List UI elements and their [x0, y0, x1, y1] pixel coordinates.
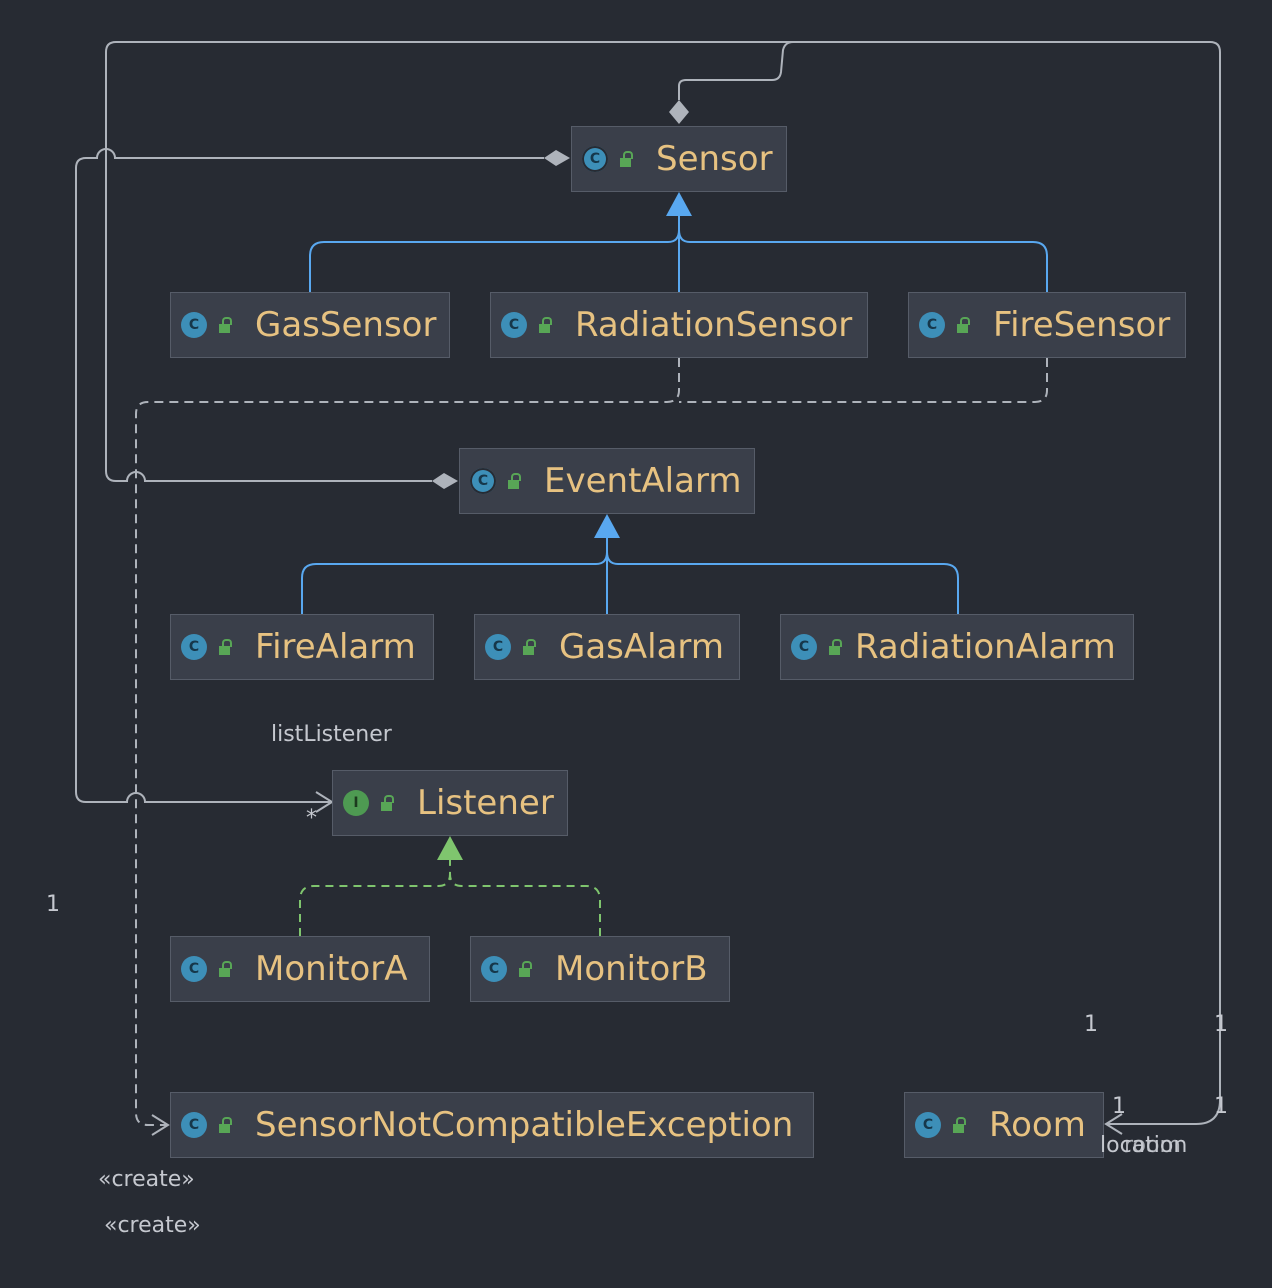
role-location: location [1100, 1133, 1188, 1158]
public-lock-icon [521, 639, 536, 655]
node-room[interactable]: C Room [904, 1092, 1104, 1158]
node-fire-sensor[interactable]: C FireSensor [908, 292, 1186, 358]
public-lock-icon [827, 639, 842, 655]
node-radiation-sensor[interactable]: C RadiationSensor [490, 292, 868, 358]
abstract-class-icon: C [470, 468, 496, 494]
multiplicity-one-room-d: 1 [1214, 1094, 1228, 1119]
edge-monitorb-listener [449, 873, 601, 936]
eventalarm-diamond [432, 473, 458, 489]
edge-gassensor-sensor [309, 229, 680, 292]
class-icon: C [501, 312, 527, 338]
public-lock-icon [217, 961, 232, 977]
node-label: Sensor [656, 139, 773, 179]
sensor-inherit-arrow [666, 192, 692, 216]
class-icon: C [485, 634, 511, 660]
node-label: MonitorB [555, 949, 708, 989]
sensor-diamond-top [669, 100, 689, 124]
stereotype-create-2: «create» [104, 1213, 201, 1238]
edge-create-fire [679, 358, 1048, 403]
class-icon: C [481, 956, 507, 982]
public-lock-icon [537, 317, 552, 333]
public-lock-icon [217, 639, 232, 655]
node-label: FireSensor [993, 305, 1171, 345]
class-icon: C [181, 1112, 207, 1138]
node-listener[interactable]: I Listener [332, 770, 568, 836]
multiplicity-many: * [306, 806, 317, 831]
exception-arrowhead [151, 1114, 170, 1136]
role-room: room [1124, 1133, 1181, 1158]
public-lock-icon [517, 961, 532, 977]
edge-eventalarm-composition [105, 41, 793, 482]
node-fire-alarm[interactable]: C FireAlarm [170, 614, 434, 680]
public-lock-icon [955, 317, 970, 333]
public-lock-icon [217, 317, 232, 333]
public-lock-icon [951, 1117, 966, 1133]
role-list-listener: listListener [271, 722, 392, 747]
class-icon: C [181, 634, 207, 660]
class-icon: C [919, 312, 945, 338]
node-radiation-alarm[interactable]: C RadiationAlarm [780, 614, 1134, 680]
multiplicity-one-room-b: 1 [1214, 1012, 1228, 1037]
node-monitor-b[interactable]: C MonitorB [470, 936, 730, 1002]
multiplicity-one-left: 1 [46, 892, 60, 917]
node-label: Listener [417, 783, 554, 823]
class-icon: C [181, 956, 207, 982]
node-sensor[interactable]: C Sensor [571, 126, 787, 192]
edge-firealarm-eventalarm [301, 551, 608, 614]
interface-icon: I [343, 790, 369, 816]
multiplicity-one-room-c: 1 [1112, 1094, 1126, 1119]
node-label: GasAlarm [559, 627, 724, 667]
node-label: MonitorA [255, 949, 408, 989]
node-label: RadiationAlarm [855, 627, 1116, 667]
node-label: GasSensor [255, 305, 437, 345]
node-label: EventAlarm [544, 461, 742, 501]
node-label: RadiationSensor [575, 305, 853, 345]
class-icon: C [181, 312, 207, 338]
listener-realize-arrow [437, 836, 463, 860]
node-event-alarm[interactable]: C EventAlarm [459, 448, 755, 514]
multiplicity-one-room-a: 1 [1084, 1012, 1098, 1037]
edge-radiationalarm-eventalarm [606, 551, 959, 614]
room-arrowhead [1104, 1113, 1123, 1135]
public-lock-icon [379, 795, 394, 811]
edge-monitora-listener [299, 860, 451, 936]
sensor-diamond-left [544, 150, 570, 166]
node-sensor-not-compatible-exception[interactable]: C SensorNotCompatibleException [170, 1092, 814, 1158]
node-label: SensorNotCompatibleException [255, 1105, 794, 1145]
edge-room-sensor [678, 41, 1221, 1125]
node-gas-sensor[interactable]: C GasSensor [170, 292, 450, 358]
public-lock-icon [217, 1117, 232, 1133]
node-gas-alarm[interactable]: C GasAlarm [474, 614, 740, 680]
edge-sensor-listener [75, 148, 544, 803]
eventalarm-inherit-arrow [594, 514, 620, 538]
node-label: Room [989, 1105, 1086, 1145]
class-icon: C [791, 634, 817, 660]
edge-firesensor-sensor [678, 229, 1048, 292]
abstract-class-icon: C [582, 146, 608, 172]
class-icon: C [915, 1112, 941, 1138]
node-label: FireAlarm [255, 627, 416, 667]
stereotype-create-1: «create» [98, 1167, 195, 1192]
public-lock-icon [618, 151, 633, 167]
node-monitor-a[interactable]: C MonitorA [170, 936, 430, 1002]
public-lock-icon [506, 473, 521, 489]
